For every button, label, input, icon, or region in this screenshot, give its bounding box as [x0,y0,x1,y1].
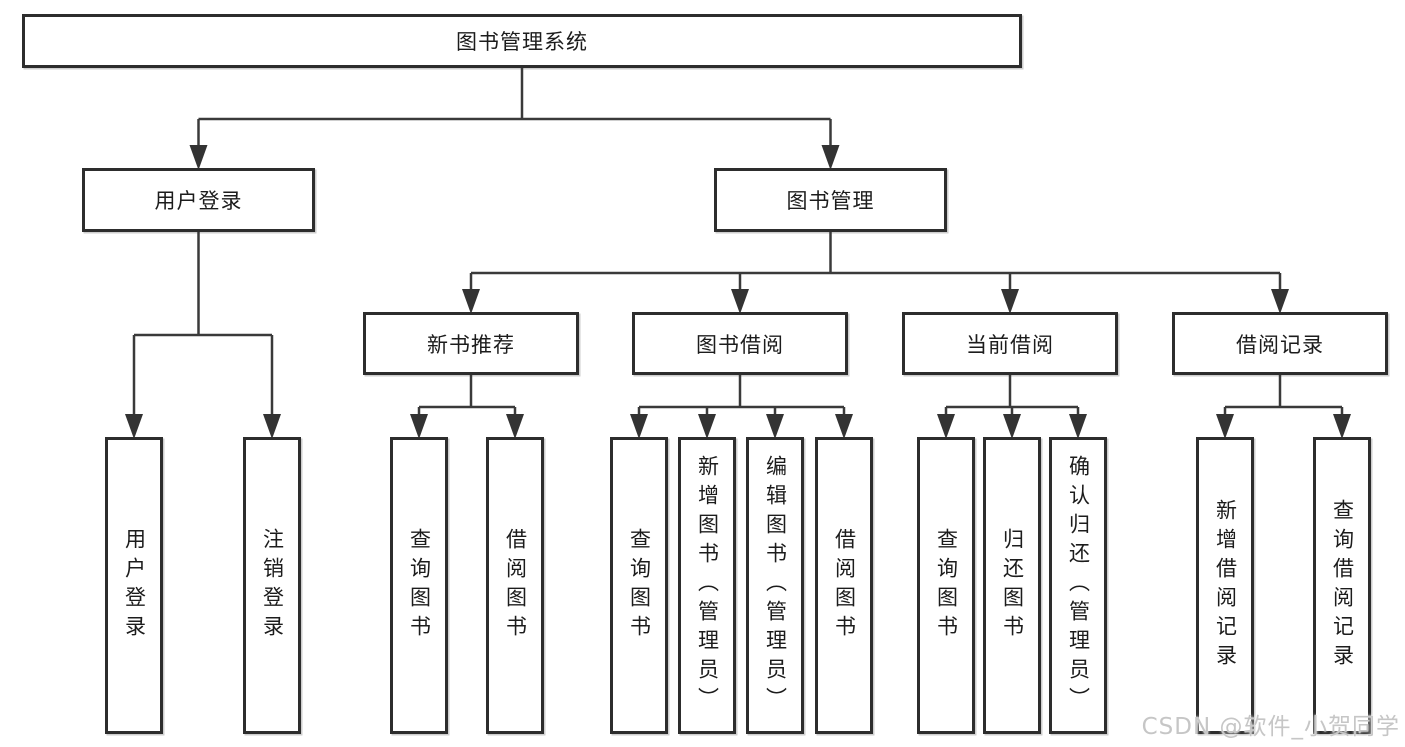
node-root: 图书管理系统 [22,14,1022,68]
node-label: 编辑图书（管理员） [763,455,788,716]
node-label: 查询图书 [934,527,959,644]
node-label: 查询图书 [407,527,432,644]
node-label: 新增图书（管理员） [695,455,720,716]
node-label: 用户登录 [122,527,147,644]
node-label: 借阅图书 [503,527,528,644]
node-label: 归还图书 [1000,527,1025,644]
node-new-book-rec: 新书推荐 [363,312,579,375]
node-label: 新书推荐 [427,332,515,357]
node-leaf-add-borrow-record: 新增借阅记录 [1196,437,1254,734]
node-label: 当前借阅 [966,332,1054,357]
node-leaf-edit-books: 编辑图书（管理员） [746,437,804,734]
node-leaf-borrow-books-bb: 借阅图书 [815,437,873,734]
node-leaf-query-books-bb: 查询图书 [610,437,668,734]
node-label: 查询图书 [627,527,652,644]
node-leaf-logout: 注销登录 [243,437,301,734]
node-leaf-borrow-books-rec: 借阅图书 [486,437,544,734]
node-label: 图书管理系统 [456,30,588,54]
node-leaf-query-borrow-record: 查询借阅记录 [1313,437,1371,734]
node-borrow-records: 借阅记录 [1172,312,1388,375]
node-label: 图书管理 [786,189,875,213]
node-leaf-query-books-cb: 查询图书 [917,437,975,734]
node-label: 确认归还（管理员） [1066,455,1091,716]
watermark: CSDN @软件_小贺同学 [1141,714,1400,740]
node-leaf-query-books-rec: 查询图书 [390,437,448,734]
node-label: 借阅图书 [832,527,857,644]
node-label: 查询借阅记录 [1330,498,1355,673]
node-leaf-user-login: 用户登录 [105,437,163,734]
node-book-mgmt: 图书管理 [714,168,947,232]
node-label: 图书借阅 [696,332,784,357]
node-label: 新增借阅记录 [1213,498,1238,673]
node-current-borrow: 当前借阅 [902,312,1118,375]
node-leaf-confirm-return: 确认归还（管理员） [1049,437,1107,734]
node-leaf-return-books: 归还图书 [983,437,1041,734]
node-label: 注销登录 [260,527,285,644]
node-label: 用户登录 [154,189,243,213]
node-label: 借阅记录 [1236,332,1324,357]
node-leaf-add-books: 新增图书（管理员） [678,437,736,734]
node-book-borrow: 图书借阅 [632,312,848,375]
node-user-login: 用户登录 [82,168,315,232]
